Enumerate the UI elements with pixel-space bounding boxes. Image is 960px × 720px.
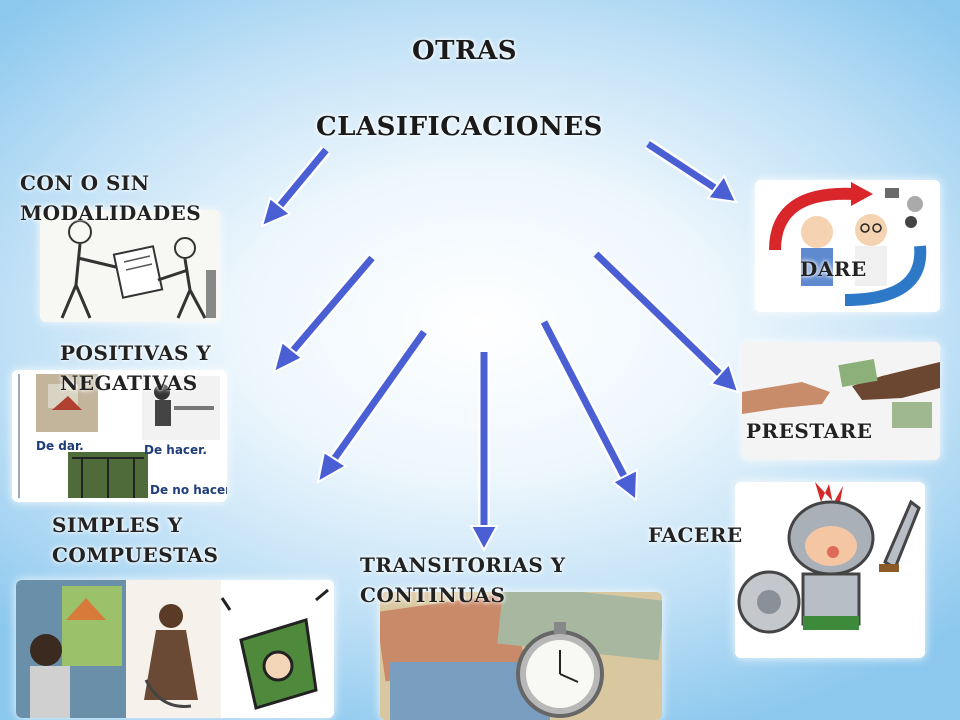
arrow-to-dare [644, 138, 738, 204]
arrow-to-prestare [591, 249, 740, 394]
node-simples: SIMPLES Y COMPUESTAS [52, 510, 218, 570]
contract-signing-image [40, 210, 220, 322]
node-transitorias: TRANSITORIAS Y CONTINUAS [360, 550, 566, 610]
arrow-to-transitorias [469, 352, 499, 553]
node-modalidades-line-2: MODALIDADES [20, 201, 202, 225]
obligation-types-image: De dar. De hacer. De no hacer. [12, 370, 227, 502]
node-modalidades: CON O SIN MODALIDADES [20, 168, 201, 228]
dare-exchange-image [755, 180, 940, 312]
arrow-to-positivas [272, 254, 377, 374]
node-simples-line-1: SIMPLES Y [52, 513, 183, 537]
title-line-2: CLASIFICACIONES [316, 112, 603, 142]
node-positivas-line-1: POSITIVAS Y [60, 341, 212, 365]
node-transitorias-line-2: CONTINUAS [360, 583, 506, 607]
arrow-to-facere [538, 319, 639, 503]
arrow-to-modalidades [260, 146, 331, 228]
node-modalidades-line-1: CON O SIN [20, 171, 150, 195]
node-prestare: PRESTARE [746, 419, 873, 443]
node-positivas-line-2: NEGATIVAS [60, 371, 198, 395]
money-clock-image [380, 592, 662, 720]
caption-de-hacer: De hacer. [144, 443, 207, 457]
arrow-to-simples [316, 328, 429, 484]
node-transitorias-line-1: TRANSITORIAS Y [360, 553, 566, 577]
caption-de-no-hacer: De no hacer. [150, 483, 227, 497]
node-simples-line-2: COMPUESTAS [52, 543, 219, 567]
node-positivas: POSITIVAS Y NEGATIVAS [60, 338, 211, 398]
prestare-handshake-image [742, 342, 940, 460]
node-facere: FACERE [648, 523, 743, 547]
caption-de-dar: De dar. [36, 439, 84, 453]
title-line-1: OTRAS [412, 36, 518, 66]
facere-knight-image [735, 482, 925, 658]
simples-compuestas-images [16, 580, 334, 718]
node-dare: DARE [800, 257, 867, 281]
